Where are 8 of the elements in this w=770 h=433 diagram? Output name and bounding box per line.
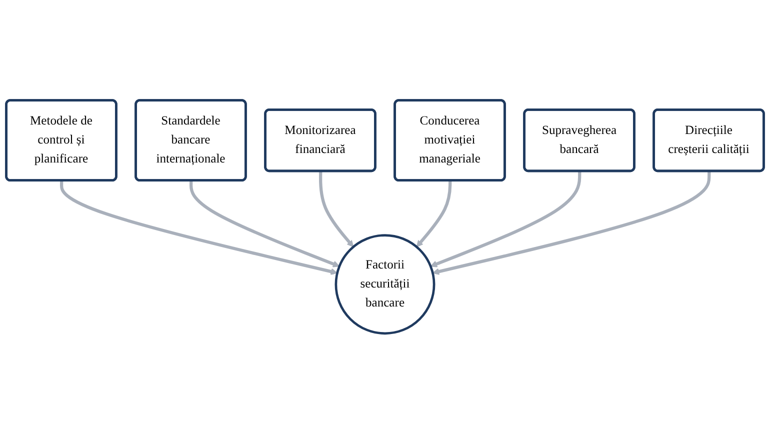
arrow	[416, 180, 452, 247]
arrow	[432, 170, 711, 275]
arrow	[319, 170, 354, 247]
arrow	[190, 180, 340, 267]
arrow	[60, 180, 338, 275]
diagram: Metodele de control și planificare Standardele bancare internaționale Monitorizarea financiară Conducerea motivației manageriale Supravegherea bancară Factorii securității bancare Direcțiile creșterii calității	[0, 94, 770, 340]
node-circle	[334, 234, 436, 334]
arrow	[430, 170, 582, 267]
